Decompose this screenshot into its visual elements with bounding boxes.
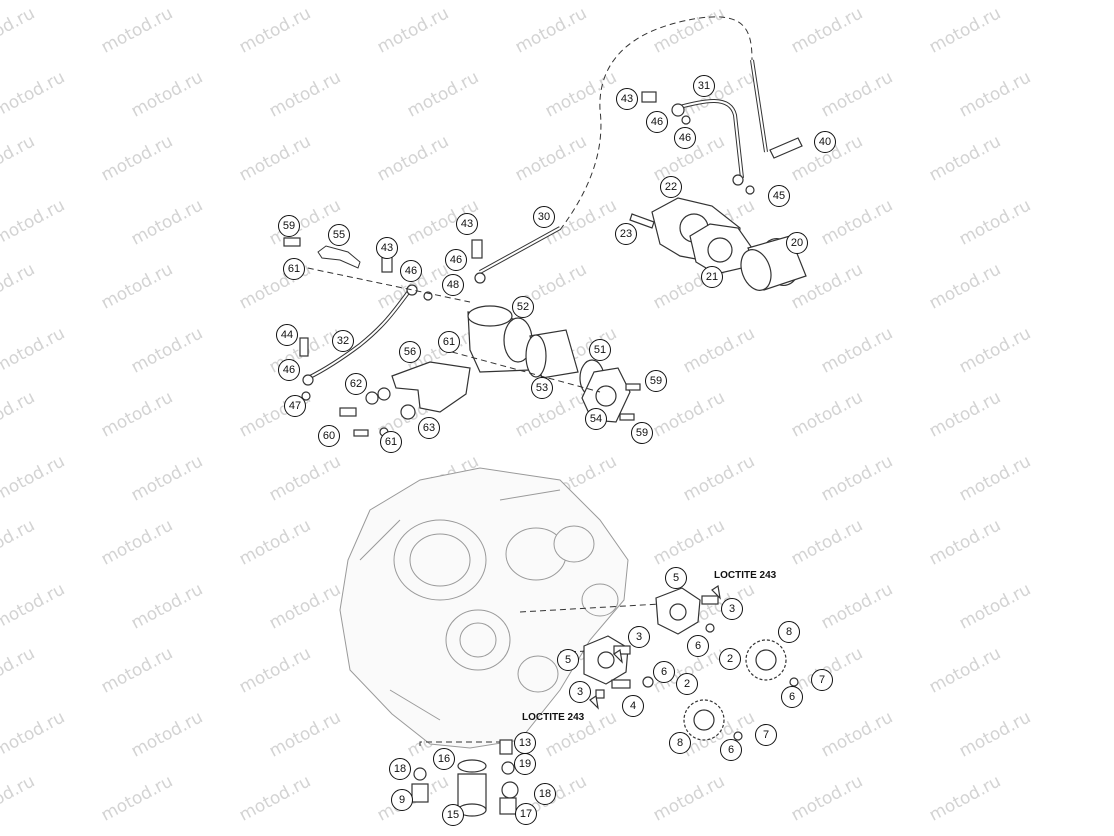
callout-61: 61 [283, 258, 305, 280]
pump-cover-5-upper [655, 587, 701, 635]
callout-46: 46 [400, 260, 422, 282]
callout-3: 3 [628, 626, 650, 648]
bolt-60 [339, 407, 357, 417]
callout-7: 7 [811, 669, 833, 691]
callout-6: 6 [653, 661, 675, 683]
callout-3: 3 [569, 681, 591, 703]
callout-2: 2 [676, 673, 698, 695]
callout-18: 18 [534, 783, 556, 805]
callout-40: 40 [814, 131, 836, 153]
callout-53: 53 [531, 377, 553, 399]
callout-16: 16 [433, 748, 455, 770]
callout-44: 44 [276, 324, 298, 346]
callout-23: 23 [615, 223, 637, 245]
banjo-bolt-44 [299, 337, 309, 357]
callout-5: 5 [665, 567, 687, 589]
drain-plug-9 [411, 783, 429, 803]
callout-48: 48 [442, 274, 464, 296]
bolt-40 [769, 137, 803, 159]
pipe-55 [317, 245, 361, 269]
callout-60: 60 [318, 425, 340, 447]
callout-32: 32 [332, 330, 354, 352]
callout-6: 6 [781, 686, 803, 708]
callout-59: 59 [645, 370, 667, 392]
callout-31: 31 [693, 75, 715, 97]
callout-47: 47 [284, 395, 306, 417]
oil-filter-53 [525, 329, 579, 379]
callout-54: 54 [585, 408, 607, 430]
callout-4: 4 [622, 695, 644, 717]
engine-crankcase [339, 467, 629, 749]
callout-20: 20 [786, 232, 808, 254]
callout-3: 3 [721, 598, 743, 620]
callout-43: 43 [376, 237, 398, 259]
plug-13 [499, 739, 513, 755]
pump-gear-8-lower [683, 699, 725, 741]
bolt-23 [629, 213, 655, 229]
callout-15: 15 [442, 804, 464, 826]
banjo-bolt-43 [641, 91, 657, 103]
callout-21: 21 [701, 266, 723, 288]
callout-22: 22 [660, 176, 682, 198]
callout-6: 6 [720, 739, 742, 761]
callout-45: 45 [768, 185, 790, 207]
bracket-56 [391, 361, 471, 413]
oil-screen-15 [457, 759, 487, 817]
callout-43: 43 [616, 88, 638, 110]
callout-51: 51 [589, 339, 611, 361]
callout-61: 61 [380, 431, 402, 453]
callout-17: 17 [515, 803, 537, 825]
banjo-bolt-43-upper [471, 239, 483, 259]
pump-gear-8-upper [745, 639, 787, 681]
callout-61: 61 [438, 331, 460, 353]
callout-46: 46 [646, 111, 668, 133]
callout-2: 2 [719, 648, 741, 670]
callout-63: 63 [418, 417, 440, 439]
callout-8: 8 [669, 732, 691, 754]
oil-hose-32 [307, 288, 412, 380]
screw-3-upper [701, 595, 719, 605]
callout-9: 9 [391, 789, 413, 811]
callout-8: 8 [778, 621, 800, 643]
callout-46: 46 [674, 127, 696, 149]
callout-59: 59 [278, 215, 300, 237]
callout-6: 6 [687, 635, 709, 657]
callout-30: 30 [533, 206, 555, 228]
callout-43: 43 [456, 213, 478, 235]
callout-18: 18 [389, 758, 411, 780]
callout-52: 52 [512, 296, 534, 318]
loctite-note-lower: LOCTITE 243 [522, 712, 585, 723]
filter-housing-52 [467, 305, 533, 373]
callout-19: 19 [514, 753, 536, 775]
callout-55: 55 [328, 224, 350, 246]
callout-5: 5 [557, 649, 579, 671]
callout-56: 56 [399, 341, 421, 363]
callout-59: 59 [631, 422, 653, 444]
plug-17 [499, 797, 517, 815]
callout-13: 13 [514, 732, 536, 754]
bolt-59-left [283, 237, 301, 247]
callout-7: 7 [755, 724, 777, 746]
callout-46: 46 [278, 359, 300, 381]
loctite-note-upper: LOCTITE 243 [714, 570, 777, 581]
callout-46: 46 [445, 249, 467, 271]
oil-line-path [559, 16, 753, 231]
callout-62: 62 [345, 373, 367, 395]
